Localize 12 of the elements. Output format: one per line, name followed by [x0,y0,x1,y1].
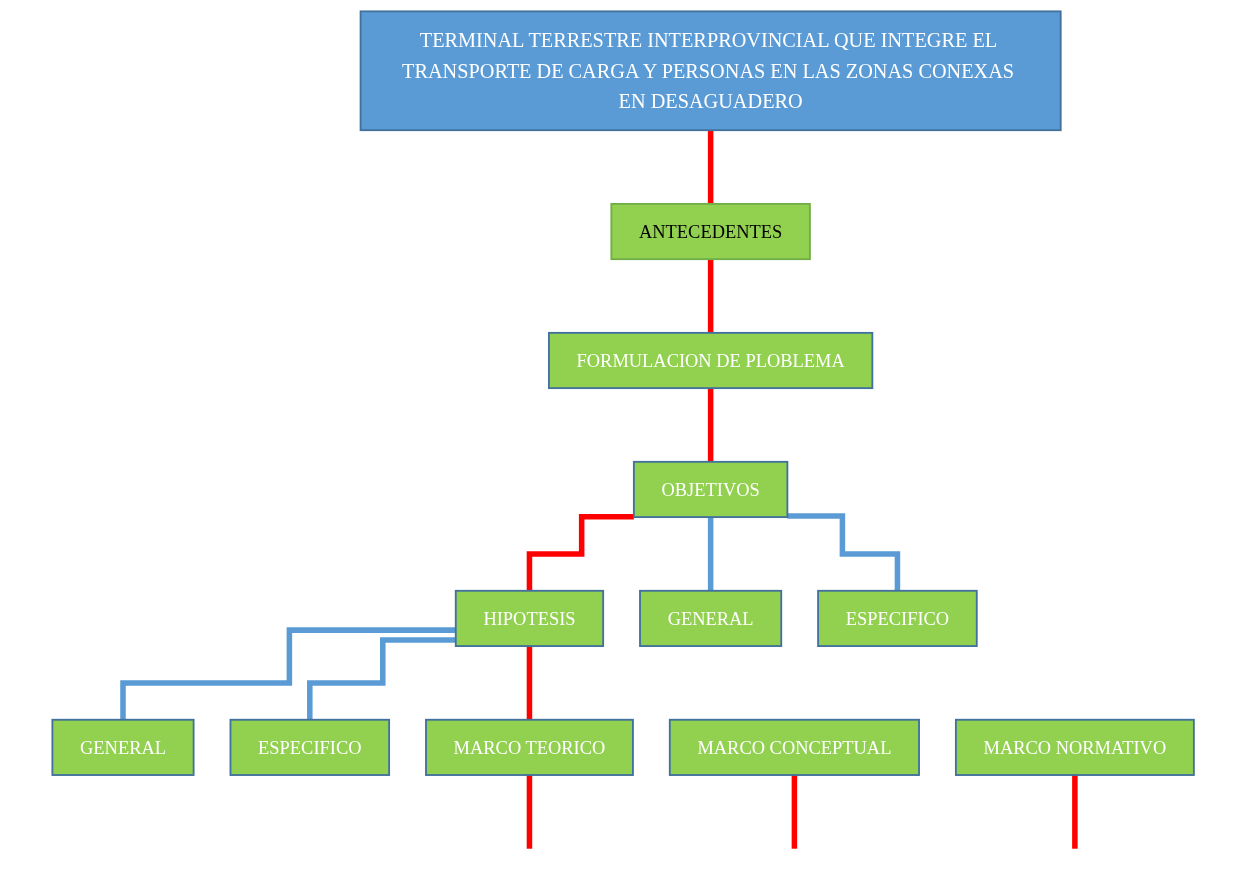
node-box: HIPOTESIS [454,589,604,647]
node-box: MARCO CONCEPTUAL [668,718,920,776]
node-box: MARCO TEORICO [424,718,634,776]
node-box: ANTECEDENTES [610,203,811,261]
node-box: ESPECIFICO [229,718,390,776]
node-box: TERMINAL TERRESTRE INTERPROVINCIAL QUE INTEGRE EL TRANSPORTE DE CARGA Y PERSONAS EN LAS ZONAS CONEXAS EN DESAGUADERO [359,10,1062,132]
node-box: MARCO NORMATIVO [954,718,1195,776]
node-box: FORMULACION DE PLOBLEMA [547,331,874,390]
node-box: OBJETIVOS [632,460,789,518]
node-box: GENERAL [51,718,195,776]
node-box: GENERAL [638,589,783,647]
node-box: ESPECIFICO [817,589,978,647]
